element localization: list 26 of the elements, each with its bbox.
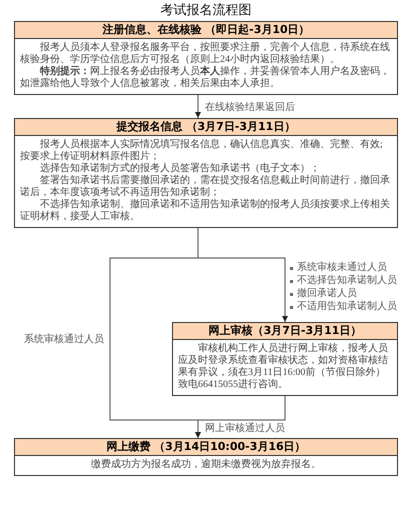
step-description: 选择告知承诺制方式的报考人员签署告知承诺书（电子文本）； [39, 163, 321, 174]
condition-label: 系统审核未通过人员 [297, 262, 387, 274]
connector-arrow [195, 94, 201, 118]
condition-label: 不选择告知承诺制人员 [297, 275, 397, 287]
step-title: 注册信息、在线核验 （即日起-3月10日） [15, 22, 397, 39]
edge-label: 在线核验结果返回后 [205, 102, 295, 114]
step-box [14, 118, 398, 228]
step-description: 签署告知承诺书后需要撤回承诺的，需在提交报名信息截止时间前进行，撤回承诺后，本年度该项考试不再适用告知承诺制； [20, 175, 391, 198]
step-title: 提交报名信息 （3月7日-3月11日） [15, 119, 397, 136]
edge-label: 网上审核通过人员 [205, 423, 285, 435]
step-description: 不选择告知承诺制、撤回承诺和不适用告知承诺制的报考人员须按要求上传相关证明材料，接受人工审核。 [20, 199, 391, 223]
connector-arrow [195, 396, 286, 438]
step-box [172, 322, 398, 396]
step-description: 报考人员根据本人实际情况填写报名信息，确认信息真实、准确、完整、有效;按要求上传证明材料原件图片； [20, 139, 384, 162]
step-description: 报考人员须本人登录报名服务平台，按照要求注册，完善个人信息，待系统在线核验身份、学历学位信息后方可报名（原则上24小时内返回核验结果）。 [20, 42, 391, 66]
step-description: 缴费成功方为报名成功，逾期未缴费视为放弃报名。 [90, 459, 322, 471]
step-box [14, 21, 398, 95]
step-description: 审核机构工作人员进行网上审核，报考人员应及时登录系统查看审核状态，如对资格审核结果有异议，须在3月11日16:00前（节假日除外）致电66415055进行咨询。 [178, 343, 389, 391]
condition-label: 不适用告知承诺制人员 [297, 301, 397, 313]
condition-label: 撤回承诺人员 [297, 288, 357, 300]
step-description: 特别提示：网上报名务必由报考人员本人操作，并妥善保管本人用户名及密码，如泄露给他人导致个人信息被篡改，相关后果由本人承担。 [20, 66, 391, 90]
step-title: 网上缴费 （3月14日10:00-3月16日） [15, 439, 397, 456]
diagram-title: 考试报名流程图 [160, 2, 252, 19]
step-box [14, 438, 398, 476]
step-title: 网上审核（3月7日-3月11日） [173, 323, 397, 340]
edge-label: 系统审核通过人员 [24, 334, 104, 346]
